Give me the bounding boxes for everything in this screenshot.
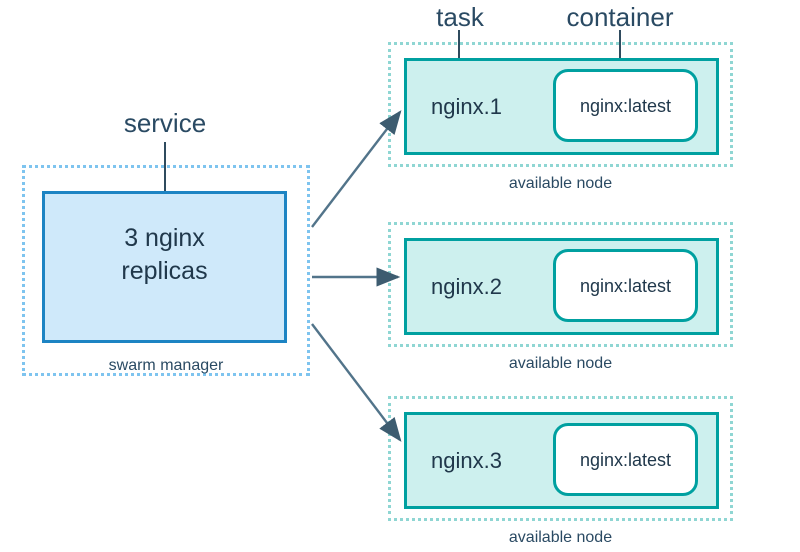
- container-box-1-label: nginx:latest: [579, 95, 672, 116]
- task-box-2-label: nginx.2: [431, 273, 502, 299]
- swarm-manager-group: [22, 165, 310, 376]
- service-annotation-label: service: [123, 108, 207, 138]
- arrow-to-node-1: [311, 110, 402, 228]
- task-box-2[interactable]: nginx.2 nginx:latest: [404, 238, 719, 335]
- available-node-caption-2: available node: [508, 355, 613, 372]
- swarm-manager-caption: swarm manager: [108, 357, 224, 374]
- container-box-1[interactable]: nginx:latest: [553, 69, 698, 142]
- available-node-caption-1: available node: [508, 175, 613, 192]
- task-box-1[interactable]: nginx.1 nginx:latest: [404, 58, 719, 155]
- available-node-caption-3: available node: [508, 529, 613, 546]
- available-node-group-3: [388, 396, 733, 521]
- container-box-3-label: nginx:latest: [579, 449, 672, 470]
- task-box-3-label: nginx.3: [431, 447, 502, 473]
- service-leader-line: [164, 142, 166, 231]
- container-annotation-label: container: [566, 2, 674, 32]
- task-box-3[interactable]: nginx.3 nginx:latest: [404, 412, 719, 509]
- task-annotation-label: task: [436, 2, 484, 32]
- container-box-2[interactable]: nginx:latest: [553, 249, 698, 322]
- arrow-to-node-3: [311, 323, 402, 442]
- container-box-3[interactable]: nginx:latest: [553, 423, 698, 496]
- service-box-label: 3 nginx replicas: [121, 224, 208, 285]
- service-box[interactable]: 3 nginx replicas: [42, 191, 287, 343]
- available-node-group-1: [388, 42, 733, 167]
- task-box-1-label: nginx.1: [431, 93, 502, 119]
- container-box-2-label: nginx:latest: [579, 275, 672, 296]
